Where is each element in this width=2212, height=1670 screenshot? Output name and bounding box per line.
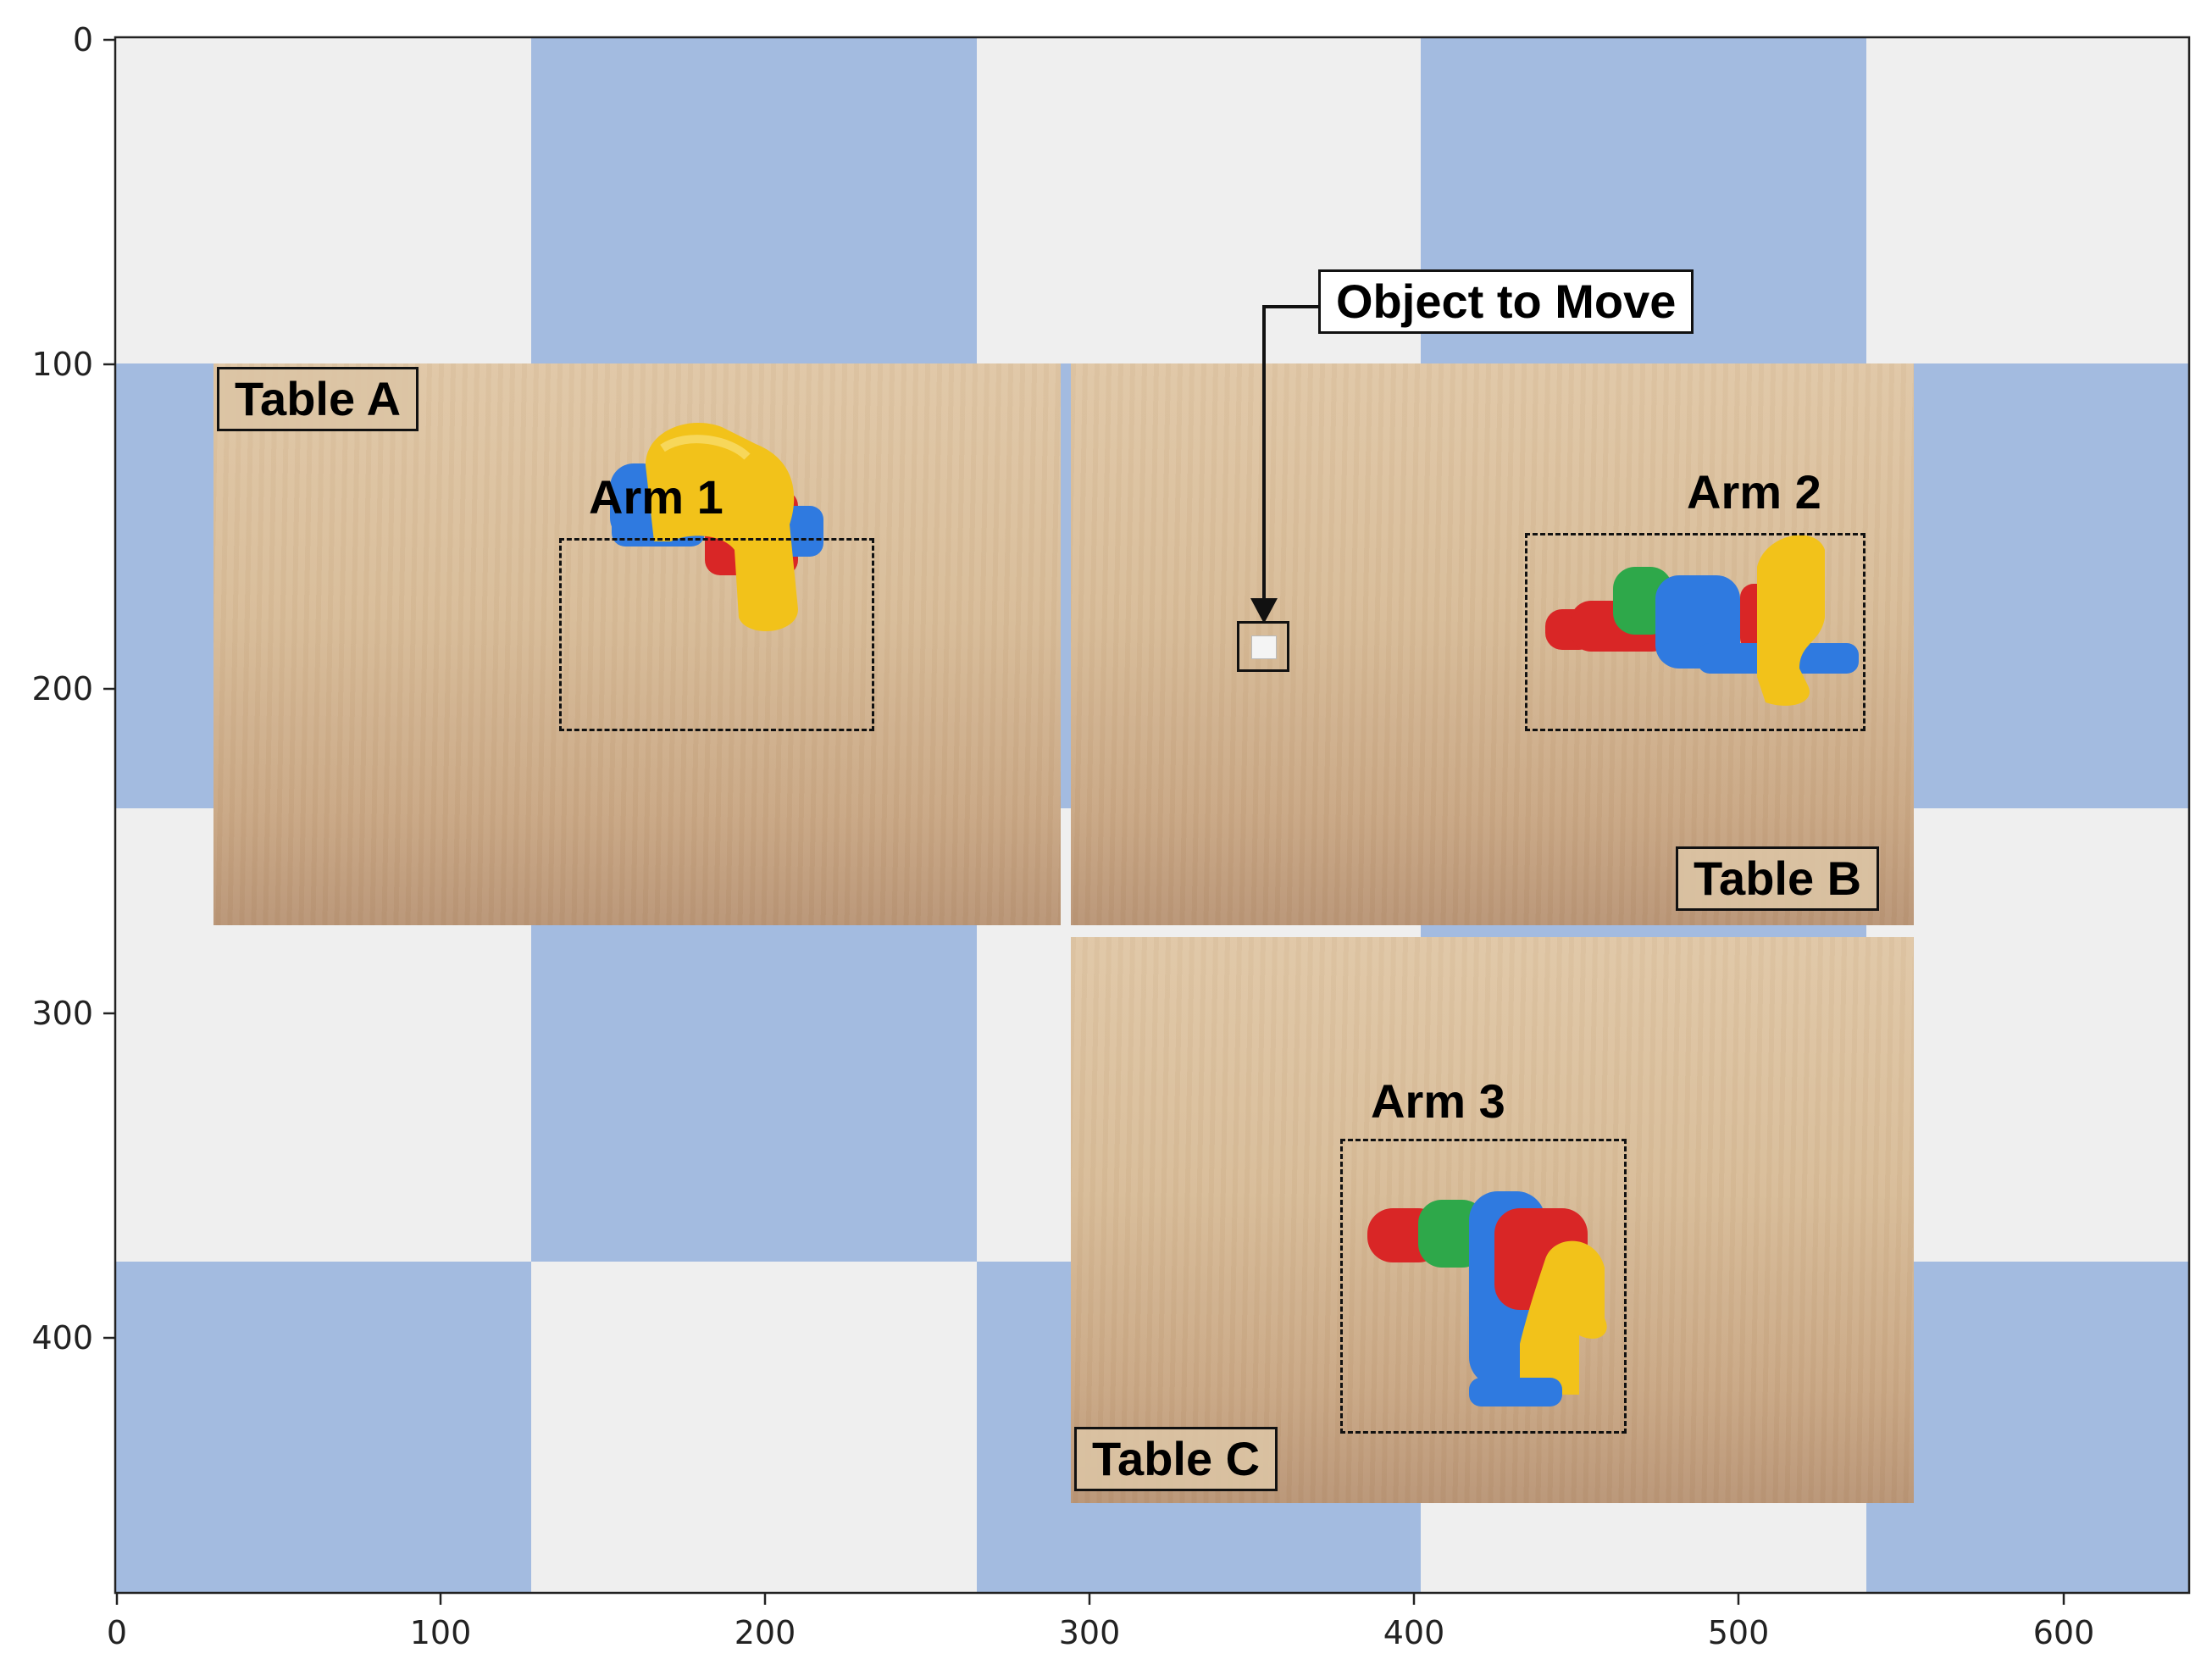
arm-2-robot-icon <box>1545 535 1859 706</box>
x-tick-label: 600 <box>2032 1614 2095 1651</box>
checker-cell <box>115 37 531 363</box>
x-tick-label: 200 <box>734 1614 796 1651</box>
arm-2-bounding-box <box>1525 533 1866 731</box>
table-a-image: Arm 1 Table A <box>213 363 1061 925</box>
table-b-image: Arm 2 Table B <box>1071 363 1914 925</box>
y-tick-label: 200 <box>31 670 93 707</box>
object-to-move-label: Object to Move <box>1318 269 1694 334</box>
x-tick-label: 300 <box>1058 1614 1121 1651</box>
object-to-move-box <box>1237 621 1289 672</box>
checker-cell <box>115 1262 531 1593</box>
checker-cell <box>1866 363 2189 808</box>
y-tick-label: 100 <box>31 346 93 383</box>
x-tick-label: 100 <box>409 1614 472 1651</box>
y-tick-label: 0 <box>72 21 93 58</box>
arm-3-robot-icon <box>1367 1191 1607 1406</box>
table-c-label: Table C <box>1074 1427 1278 1491</box>
arm-1-bounding-box <box>559 538 874 731</box>
table-b-label: Table B <box>1676 846 1880 911</box>
y-tick-label: 300 <box>31 995 93 1032</box>
checker-cell <box>531 1262 977 1593</box>
checker-cell <box>1866 808 2189 1262</box>
y-tick-label: 400 <box>31 1319 93 1357</box>
checker-cell <box>1866 1262 2189 1593</box>
arm-3-label: Arm 3 <box>1371 1074 1505 1128</box>
arm-3-bounding-box <box>1340 1139 1627 1434</box>
x-tick-label: 400 <box>1383 1614 1445 1651</box>
arm-2-label: Arm 2 <box>1687 465 1821 519</box>
x-tick-label: 500 <box>1707 1614 1770 1651</box>
checker-cell <box>531 37 977 363</box>
checker-cell <box>1866 37 2189 363</box>
arm-1-label: Arm 1 <box>589 470 723 524</box>
object-square-icon <box>1251 635 1277 659</box>
arm-1-robot-icon <box>610 423 823 632</box>
table-c-image: Arm 3 Table C <box>1071 937 1914 1503</box>
table-a-label: Table A <box>217 367 419 431</box>
x-tick-label: 0 <box>106 1614 128 1651</box>
